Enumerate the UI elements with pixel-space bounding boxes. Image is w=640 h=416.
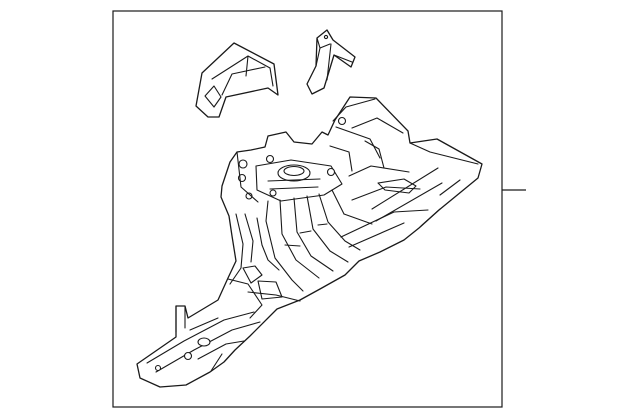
floor-side-member-assembly <box>136 96 483 388</box>
rear-bracket <box>195 42 279 118</box>
mounting-bracket <box>306 29 356 95</box>
diagram-frame <box>112 10 503 408</box>
